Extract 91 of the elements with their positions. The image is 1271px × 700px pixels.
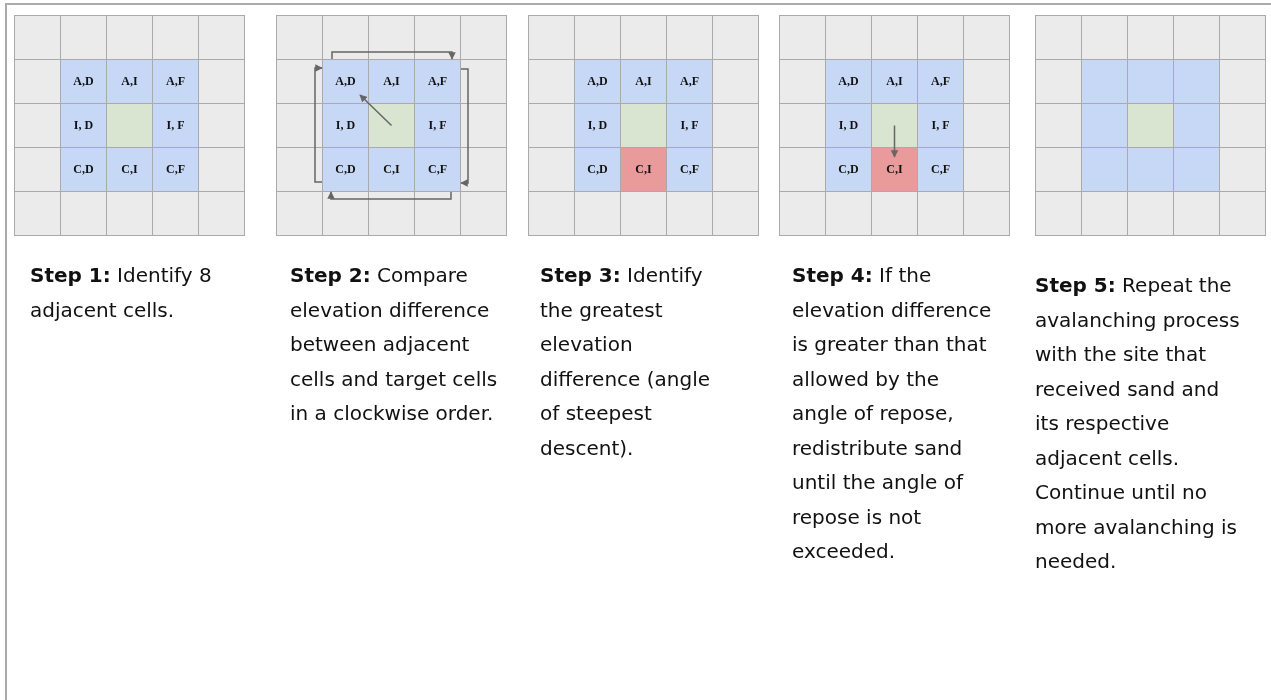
cell-label: C,I [886, 162, 903, 177]
adjacent-cell [322, 59, 369, 104]
adjacent-cell [666, 59, 713, 104]
cell-label: C,F [931, 162, 950, 177]
adjacent-cell [60, 59, 107, 104]
adjacent-cell [1127, 147, 1174, 192]
adjacent-cell [917, 59, 964, 104]
arrow [460, 68, 469, 187]
adjacent-cell [917, 103, 964, 148]
grid [14, 15, 245, 236]
target-cell [1127, 103, 1174, 148]
cell-label: C,F [166, 162, 185, 177]
adjacent-cell [825, 147, 872, 192]
adjacent-cell [871, 59, 918, 104]
cell-label: I, D [838, 118, 859, 133]
adjacent-cell [322, 147, 369, 192]
adjacent-cell [60, 103, 107, 148]
adjacent-cell [106, 59, 153, 104]
cell-label: A,I [635, 74, 652, 89]
adjacent-cell [106, 147, 153, 192]
step-description: Step 1: Identify 8 adjacent cells. [30, 262, 213, 324]
cell-label: I, D [587, 118, 608, 133]
adjacent-cell [368, 147, 415, 192]
grid [779, 15, 1010, 236]
adjacent-cell [574, 147, 621, 192]
target-cell [106, 103, 153, 148]
target-cell [620, 103, 667, 148]
adjacent-cell [574, 103, 621, 148]
cell-label: C,D [587, 162, 608, 177]
target-cell [871, 103, 918, 148]
cell-label: I, F [428, 118, 447, 133]
cell-label: I, F [166, 118, 185, 133]
adjacent-cell [152, 147, 199, 192]
step-description: Step 2: Compare elevation difference between adjacent cells and target cells in a clockwise order. [290, 262, 498, 427]
adjacent-cell [620, 59, 667, 104]
adjacent-cell [152, 103, 199, 148]
adjacent-cell [825, 59, 872, 104]
adjacent-cell [1173, 59, 1220, 104]
adjacent-cell [825, 103, 872, 148]
cell-label: C,D [838, 162, 859, 177]
cell-label: A,F [680, 74, 699, 89]
adjacent-cell [917, 147, 964, 192]
adjacent-cell [368, 59, 415, 104]
cell-label: I, F [931, 118, 950, 133]
cell-label: A,I [886, 74, 903, 89]
cell-label: A,D [587, 74, 608, 89]
arrow [890, 124, 899, 158]
step-description: Step 5: Repeat the avalanching process with the site that received sand and its respective adjacent cells. Continue until no more avalanching is needed. [1035, 272, 1240, 575]
adjacent-cell [1173, 147, 1220, 192]
adjacent-cell [574, 59, 621, 104]
adjacent-cell [414, 59, 461, 104]
cell-label: C,I [383, 162, 400, 177]
cell-label: A,D [838, 74, 859, 89]
cell-label: A,F [931, 74, 950, 89]
cell-label: C,F [428, 162, 447, 177]
adjacent-cell [60, 147, 107, 192]
step-description: Step 4: If the elevation difference is greater than that allowed by the angle of repose, redistribute sand until the angle of repose is not exceeded. [792, 262, 992, 565]
arrow [327, 191, 452, 200]
cell-label: A,D [73, 74, 94, 89]
cell-label: I, D [335, 118, 356, 133]
adjacent-cell [322, 103, 369, 148]
arrow [331, 51, 456, 60]
steepest-cell [620, 147, 667, 192]
cell-label: I, D [73, 118, 94, 133]
adjacent-cell [1081, 59, 1128, 104]
arrow [314, 64, 323, 183]
adjacent-cell [414, 103, 461, 148]
adjacent-cell [1127, 59, 1174, 104]
step-description: Step 3: Identify the greatest elevation difference (angle of steepest descent). [540, 262, 712, 462]
cell-label: A,I [121, 74, 138, 89]
cell-label: C,D [73, 162, 94, 177]
cell-label: A,F [428, 74, 447, 89]
steepest-cell [871, 147, 918, 192]
cell-label: A,D [335, 74, 356, 89]
cell-label: C,D [335, 162, 356, 177]
adjacent-cell [414, 147, 461, 192]
cell-label: A,I [383, 74, 400, 89]
grid [528, 15, 759, 236]
adjacent-cell [666, 103, 713, 148]
cell-label: A,F [166, 74, 185, 89]
adjacent-cell [1081, 147, 1128, 192]
adjacent-cell [1173, 103, 1220, 148]
cell-label: I, F [680, 118, 699, 133]
adjacent-cell [1081, 103, 1128, 148]
cell-label: C,I [121, 162, 138, 177]
grid [1035, 15, 1266, 236]
grid [276, 15, 507, 236]
cell-label: C,I [635, 162, 652, 177]
cell-label: C,F [680, 162, 699, 177]
adjacent-cell [666, 147, 713, 192]
adjacent-cell [152, 59, 199, 104]
